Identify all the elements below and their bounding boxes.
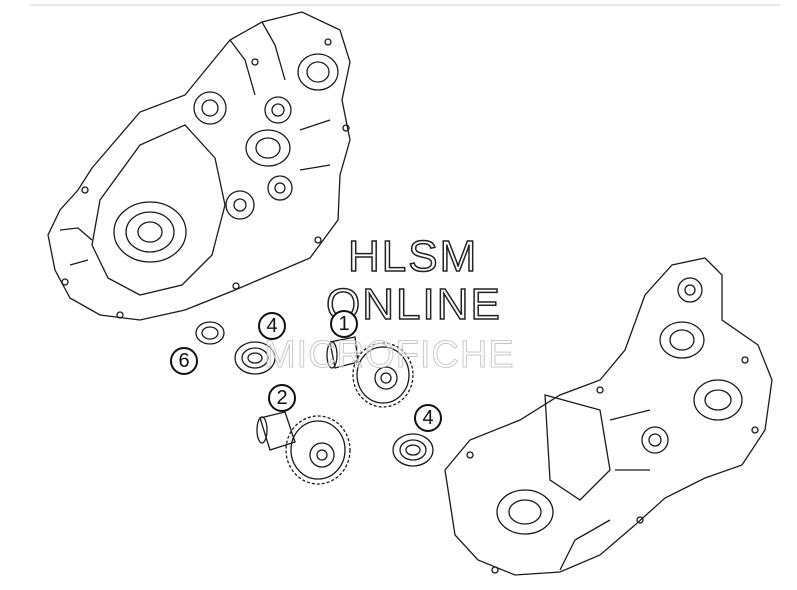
watermark-line-1: HLSM: [347, 231, 479, 282]
watermark-line-3: MICROFICHE: [264, 334, 515, 377]
bearing-lower-4: [392, 433, 434, 467]
bearing-upper-4: [234, 341, 276, 375]
left-crankcase-half: [47, 11, 351, 321]
callout-4-lower: 4: [414, 404, 442, 432]
callout-4-upper: 4: [258, 312, 286, 340]
balancer-shaft-gear-1: [326, 336, 414, 408]
callout-1: 1: [330, 310, 358, 338]
callout-6: 6: [170, 347, 198, 375]
balancer-shaft-gear-2: [256, 411, 351, 485]
callout-2: 2: [268, 384, 296, 412]
seal-ring-6: [195, 321, 225, 345]
right-crankcase-half: [444, 257, 773, 576]
